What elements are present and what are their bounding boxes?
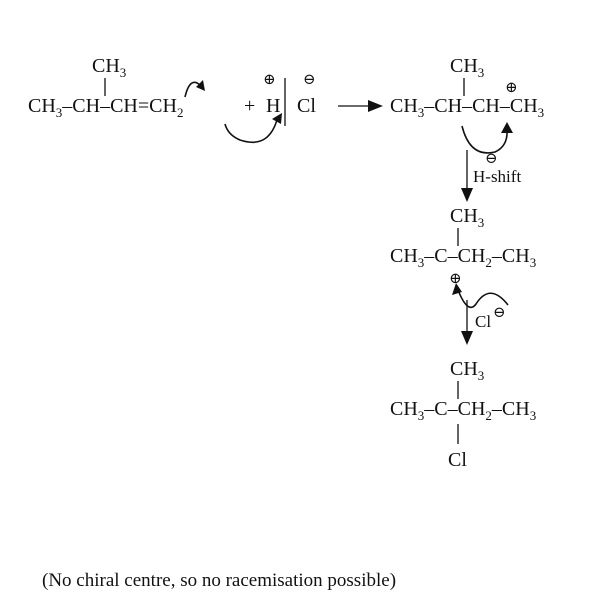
chloride-attack-step: Cl ⊖ bbox=[461, 300, 506, 345]
product-methyl-group: CH3 bbox=[450, 358, 484, 383]
reactant-main-chain: CH3–CH–CH=CH2 bbox=[28, 95, 183, 120]
product-chlorine: Cl bbox=[448, 449, 467, 471]
chloride-attack-curved-arrow bbox=[457, 289, 509, 309]
carbocation-2-main-chain: CH3–CH–CH–CH3 bbox=[390, 95, 544, 120]
carbocation-3-main-chain: CH3–C–CH2–CH3 bbox=[390, 245, 536, 270]
pi-bond-curved-arrow bbox=[184, 81, 201, 98]
pi-bond-arrowhead bbox=[196, 80, 205, 91]
tertiary-carbocation: CH3 CH3–C–CH2–CH3 ⊕ bbox=[390, 205, 536, 309]
product-main-chain: CH3–C–CH2–CH3 bbox=[390, 398, 536, 423]
carbocation-3-methyl-group: CH3 bbox=[450, 205, 484, 230]
carbocation-2-positive-charge: ⊕ bbox=[505, 80, 518, 96]
chloride-attack-arrowhead bbox=[452, 283, 462, 295]
h-cl-bond-curved-arrow bbox=[224, 115, 279, 144]
hydride-negative-charge: ⊖ bbox=[485, 151, 498, 167]
hcl-hydrogen: H bbox=[266, 95, 280, 117]
h-cl-arrowhead bbox=[272, 113, 282, 124]
reactant-alkene: CH3 CH3–CH–CH=CH2 + ⊕ H ⊖ Cl bbox=[28, 55, 383, 144]
chloride-attack-arrow-head bbox=[461, 331, 473, 345]
chloride-label: Cl bbox=[475, 312, 491, 331]
hcl-chlorine: Cl bbox=[297, 95, 316, 117]
reactant-plus-sign: + bbox=[244, 95, 255, 117]
hydride-shift-arrow-head bbox=[461, 188, 473, 202]
hydride-shift-step: ⊖ H-shift bbox=[461, 150, 521, 202]
carbocation-2-methyl-group: CH3 bbox=[450, 55, 484, 80]
chloride-negative-charge: ⊖ bbox=[303, 72, 316, 88]
proton-positive-charge: ⊕ bbox=[263, 72, 276, 88]
hydride-shift-curved-arrow bbox=[461, 125, 508, 154]
hydride-shift-label: H-shift bbox=[473, 167, 521, 186]
caption-note: (No chiral centre, so no racemisation po… bbox=[42, 570, 396, 591]
secondary-carbocation: CH3 ⊕ CH3–CH–CH–CH3 bbox=[390, 55, 544, 154]
carbocation-3-positive-charge: ⊕ bbox=[449, 271, 462, 287]
reactant-methyl-group: CH3 bbox=[92, 55, 126, 80]
reaction-arrow-head bbox=[368, 100, 383, 112]
product-alkyl-chloride: CH3 CH3–C–CH2–CH3 Cl bbox=[390, 358, 536, 471]
hydride-shift-arrowhead bbox=[501, 122, 513, 133]
chloride-minus-charge: ⊖ bbox=[493, 305, 506, 321]
